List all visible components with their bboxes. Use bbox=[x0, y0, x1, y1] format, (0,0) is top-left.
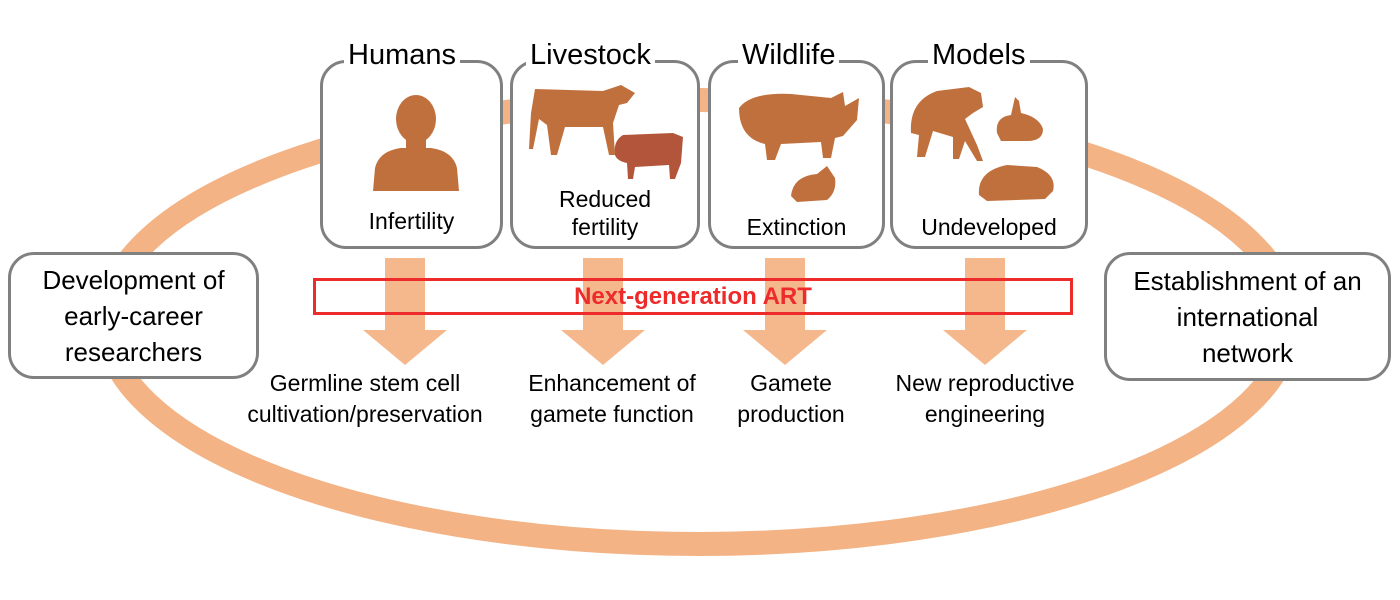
arrow-humans bbox=[363, 258, 447, 365]
monkey-rabbit-molerat-icon bbox=[910, 87, 1054, 201]
category-box-wildlife: Extinction bbox=[708, 60, 885, 249]
category-box-models: Undeveloped bbox=[890, 60, 1088, 249]
category-title-models: Models bbox=[928, 40, 1030, 70]
outcome-line: gamete function bbox=[530, 401, 694, 427]
rhino-mouse-icon bbox=[739, 92, 859, 202]
outcome-germline: Germline stem cell cultivation/preservat… bbox=[247, 368, 482, 430]
outcome-gamete-production: Gamete production bbox=[737, 368, 844, 430]
human-bust-icon bbox=[373, 95, 459, 191]
next-generation-art-banner: Next-generation ART bbox=[313, 278, 1073, 315]
outcome-reproductive-engineering: New reproductive engineering bbox=[896, 368, 1075, 430]
arrow-wildlife bbox=[743, 258, 827, 365]
outcome-line: New reproductive bbox=[895, 370, 1075, 396]
category-box-livestock: Reduced fertility bbox=[510, 60, 700, 249]
category-title-humans: Humans bbox=[344, 40, 460, 70]
early-career-box: Development of early-career researchers bbox=[8, 252, 259, 379]
outcome-line: Gamete bbox=[750, 370, 832, 396]
outcome-gamete-function: Enhancement of gamete function bbox=[528, 368, 696, 430]
category-caption: Undeveloped bbox=[921, 214, 1057, 240]
early-career-text: Development of early-career researchers bbox=[42, 264, 225, 367]
caption-text: Reduced fertility bbox=[558, 186, 652, 240]
category-caption: Extinction bbox=[746, 214, 847, 240]
international-network-text: Establishment of an international networ… bbox=[1133, 265, 1362, 368]
arrow-models bbox=[943, 258, 1027, 365]
category-title-wildlife: Wildlife bbox=[738, 40, 840, 70]
category-box-humans: Infertility bbox=[320, 60, 503, 249]
outcome-line: Germline stem cell bbox=[269, 370, 461, 396]
category-caption: Reduced fertility bbox=[513, 185, 697, 241]
category-title-livestock: Livestock bbox=[526, 40, 655, 70]
outcome-line: cultivation/preservation bbox=[247, 401, 483, 427]
outcome-line: engineering bbox=[924, 401, 1046, 427]
outcome-line: Enhancement of bbox=[528, 370, 696, 396]
category-caption: Infertility bbox=[368, 208, 455, 234]
outcome-line: production bbox=[737, 401, 845, 427]
international-network-box: Establishment of an international networ… bbox=[1104, 252, 1391, 381]
cow-pig-icon bbox=[529, 85, 683, 179]
arrow-livestock bbox=[561, 258, 645, 365]
